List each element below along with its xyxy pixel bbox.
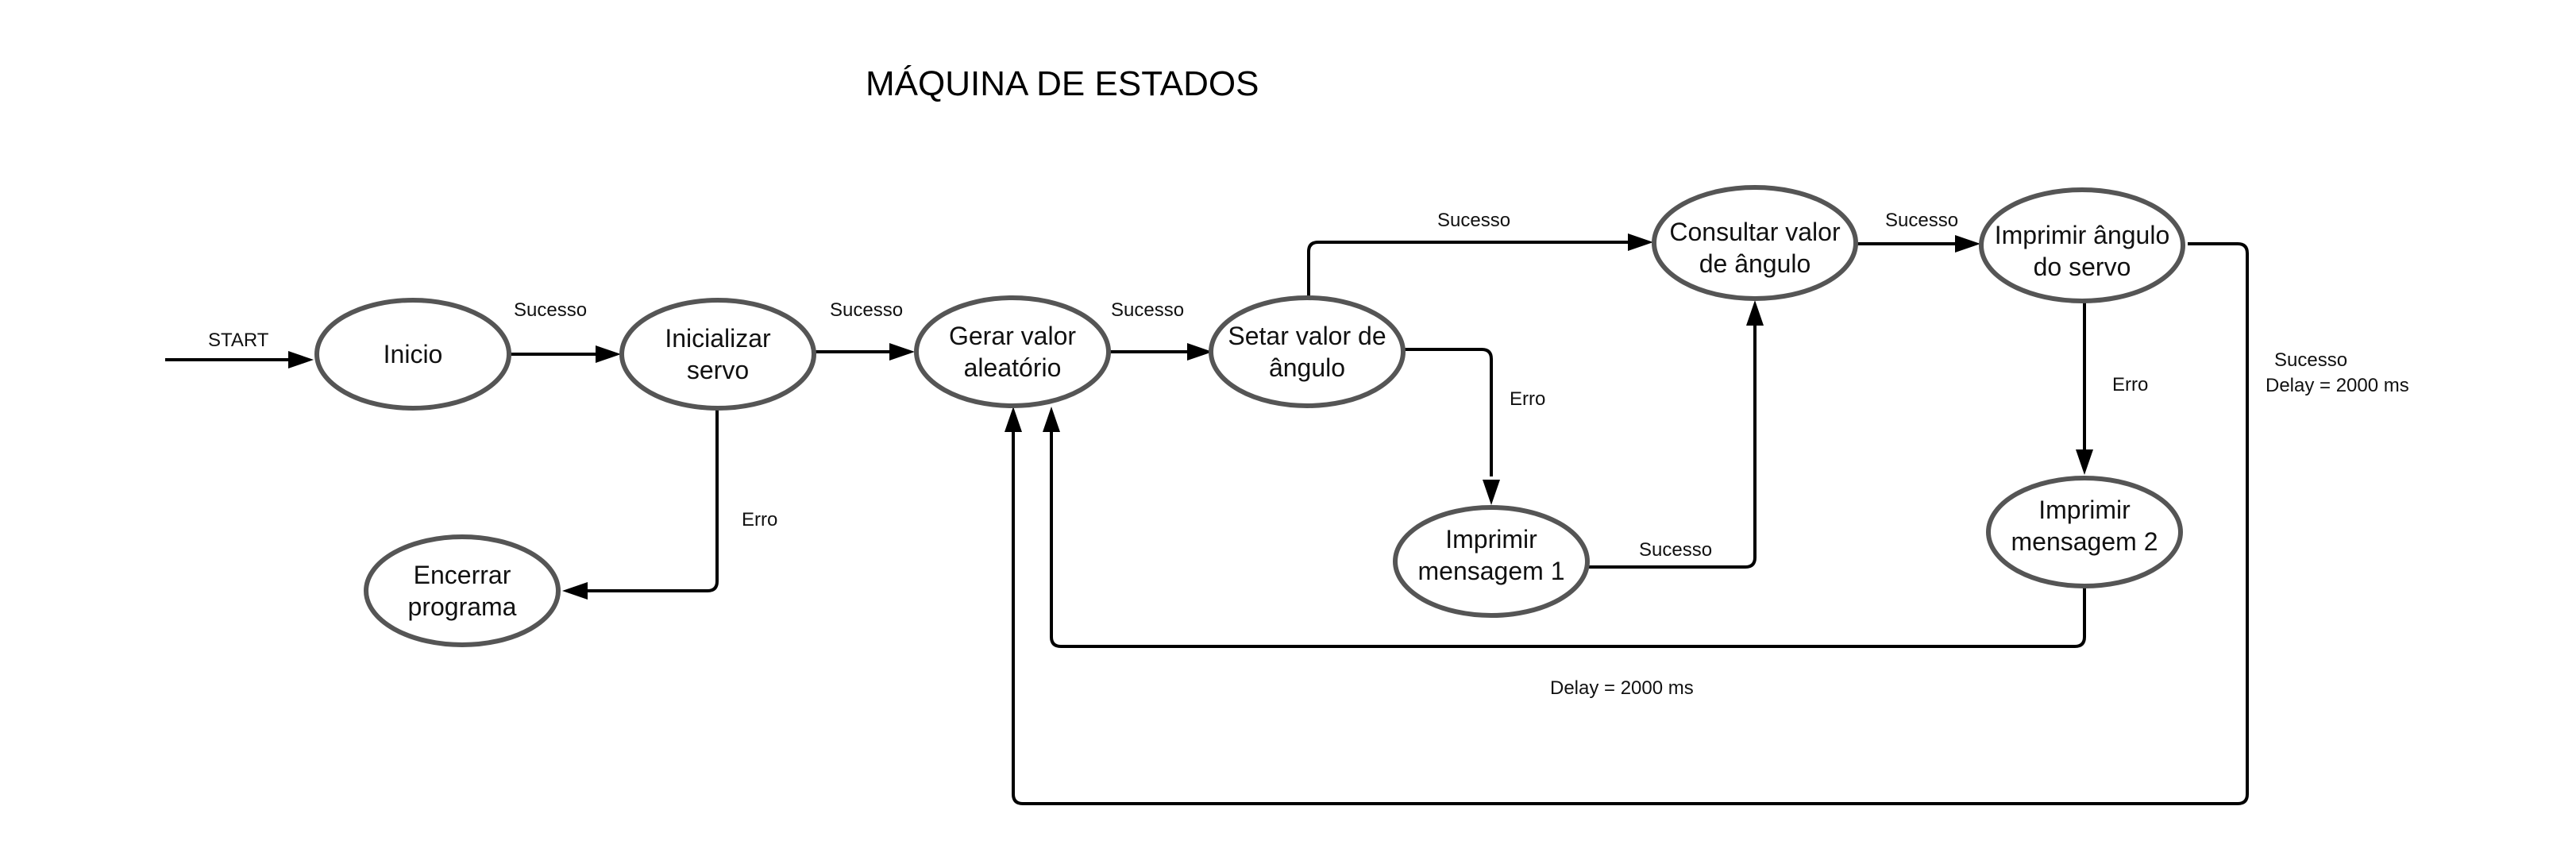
- label-imprimir-gerar-line2: Delay = 2000 ms: [2266, 375, 2409, 396]
- state-label: Inicio: [384, 340, 443, 368]
- arrowhead-msg2: [2076, 449, 2093, 475]
- label-msg1-consultar: Sucesso: [1639, 539, 1712, 561]
- arrowhead-encerrar: [562, 582, 588, 600]
- state-inicializar-servo: Inicializar servo: [619, 298, 816, 411]
- arrowhead-consultar-left: [1628, 233, 1653, 251]
- edge-msg1-consultar: [1588, 326, 1757, 569]
- state-imprimir-angulo: Imprimir ângulo do servo: [1979, 187, 2185, 303]
- state-label: Imprimir ângulo: [1995, 221, 2170, 249]
- state-label: Encerrar: [414, 561, 511, 589]
- state-label: Setar valor de: [1228, 322, 1386, 350]
- state-consultar-valor: Consultar valor de ângulo: [1652, 185, 1858, 301]
- edge-msg2-gerar: [1050, 429, 2086, 648]
- label-gerar-setar: Sucesso: [1111, 299, 1184, 321]
- label-msg2-gerar: Delay = 2000 ms: [1550, 677, 1694, 699]
- edge-labels: START Sucesso Sucesso Erro Sucesso Suces…: [208, 210, 2409, 699]
- state-label: do servo: [2034, 253, 2131, 281]
- label-inicio-inicializar: Sucesso: [514, 299, 587, 321]
- arrowhead-gerar-bottom-right: [1043, 407, 1060, 432]
- state-imprimir-mensagem-2: Imprimir mensagem 2: [1986, 476, 2183, 588]
- arrowhead-msg1: [1483, 480, 1500, 505]
- arrowhead-imprimir-angulo: [1955, 235, 1980, 253]
- arrowhead-gerar: [889, 343, 915, 361]
- arrowhead-inicio: [288, 351, 314, 368]
- state-label: programa: [408, 592, 517, 621]
- state-setar-valor: Setar valor de ângulo: [1209, 295, 1406, 408]
- state-encerrar-programa: Encerrar programa: [364, 534, 561, 647]
- edge-inicializar-encerrar: [584, 410, 719, 592]
- state-label: de ângulo: [1699, 249, 1811, 278]
- edges: [165, 241, 2249, 805]
- state-inicio: Inicio: [314, 298, 511, 411]
- state-label: Imprimir: [1445, 525, 1537, 554]
- state-label: Consultar valor: [1669, 218, 1841, 246]
- label-inicializar-gerar: Sucesso: [830, 299, 903, 321]
- state-label: Inicializar: [665, 324, 771, 353]
- state-label: aleatório: [964, 353, 1062, 382]
- diagram-title: MÁQUINA DE ESTADOS: [866, 64, 1259, 103]
- state-label: ângulo: [1269, 353, 1345, 382]
- label-consultar-imprimir: Sucesso: [1885, 210, 1958, 231]
- label-setar-msg1: Erro: [1510, 388, 1545, 410]
- label-start: START: [208, 330, 269, 351]
- arrowhead-inicializar: [596, 345, 621, 363]
- state-label: Imprimir: [2038, 496, 2131, 524]
- label-inicializar-encerrar: Erro: [742, 509, 777, 530]
- state-label: mensagem 2: [2011, 527, 2158, 556]
- arrowheads: [288, 233, 2093, 600]
- arrowhead-setar: [1187, 343, 1213, 361]
- edge-setar-consultar: [1307, 241, 1628, 299]
- label-imprimir-gerar-line1: Sucesso: [2274, 349, 2347, 371]
- state-label: servo: [687, 356, 749, 384]
- arrowhead-gerar-bottom-left: [1005, 407, 1022, 432]
- arrowhead-consultar-bottom: [1746, 300, 1764, 326]
- label-imprimir-msg2: Erro: [2112, 374, 2148, 395]
- state-gerar-valor: Gerar valor aleatório: [914, 295, 1111, 408]
- state-imprimir-mensagem-1: Imprimir mensagem 1: [1393, 505, 1590, 618]
- label-setar-consultar: Sucesso: [1437, 210, 1510, 231]
- state-label: Gerar valor: [949, 322, 1076, 350]
- edge-setar-msg1: [1403, 348, 1493, 476]
- edge-imprimir-gerar: [1012, 242, 2249, 805]
- state-label: mensagem 1: [1418, 557, 1565, 585]
